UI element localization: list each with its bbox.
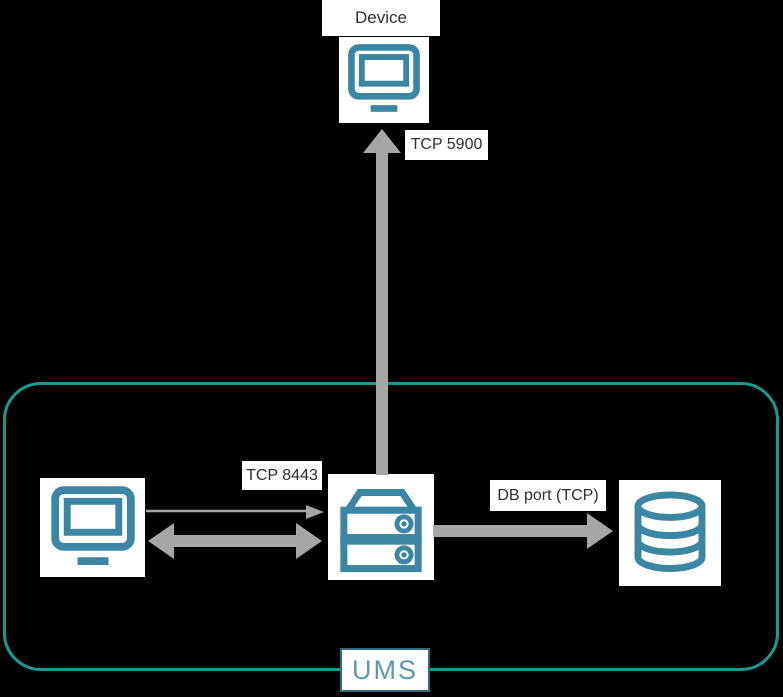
ums-container-label: UMS (340, 648, 430, 692)
console-node (40, 478, 145, 577)
port-label-tcp5900: TCP 5900 (405, 130, 488, 160)
arrow-server-to-device (360, 128, 404, 475)
server-icon (340, 488, 422, 573)
device-node (339, 37, 429, 123)
database-node (619, 480, 721, 586)
monitor-icon (50, 485, 135, 565)
database-icon (634, 491, 706, 572)
server-node (328, 474, 434, 580)
port-label-db-port: DB port (TCP) (490, 480, 606, 511)
arrow-console-server-bidirectional (146, 521, 324, 561)
arrow-console-to-server (146, 503, 326, 521)
port-label-tcp8443: TCP 8443 (242, 461, 322, 490)
arrow-server-to-database (433, 513, 615, 549)
device-node-label: Device (322, 0, 440, 36)
monitor-icon (348, 44, 420, 112)
